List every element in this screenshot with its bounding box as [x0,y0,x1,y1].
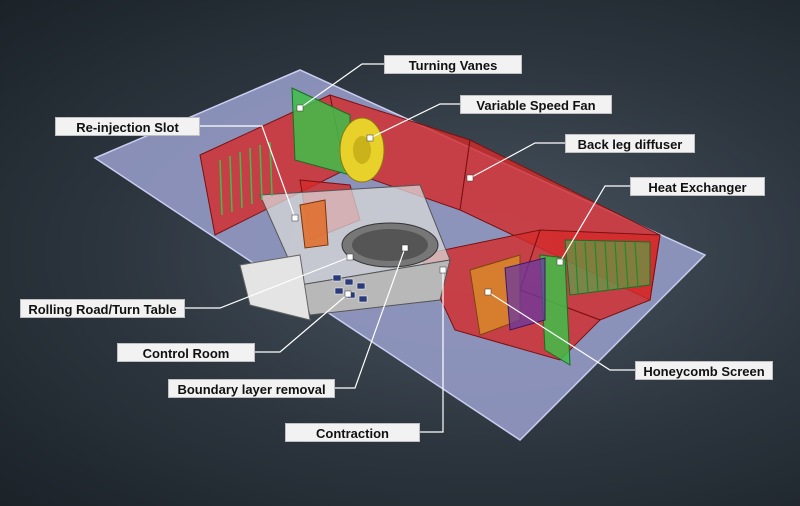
label-heat-exchanger: Heat Exchanger [630,177,765,196]
label-rolling-road: Rolling Road/Turn Table [20,299,185,318]
label-variable-speed-fan: Variable Speed Fan [460,95,612,114]
label-contraction: Contraction [285,423,420,442]
label-honeycomb-screen: Honeycomb Screen [635,361,773,380]
label-back-leg-diffuser: Back leg diffuser [565,134,695,153]
label-control-room: Control Room [117,343,255,362]
variable-speed-fan [339,117,385,183]
label-reinjection-slot: Re-injection Slot [55,117,200,136]
reinjection-slot-part [299,199,329,249]
heat-exchanger [564,239,651,296]
left-grid [219,141,273,216]
label-turning-vanes: Turning Vanes [384,55,522,74]
leader-markers [291,104,564,298]
label-boundary-layer-removal: Boundary layer removal [168,379,335,398]
leader-lines [185,63,635,433]
honeycomb-screen [469,254,546,336]
